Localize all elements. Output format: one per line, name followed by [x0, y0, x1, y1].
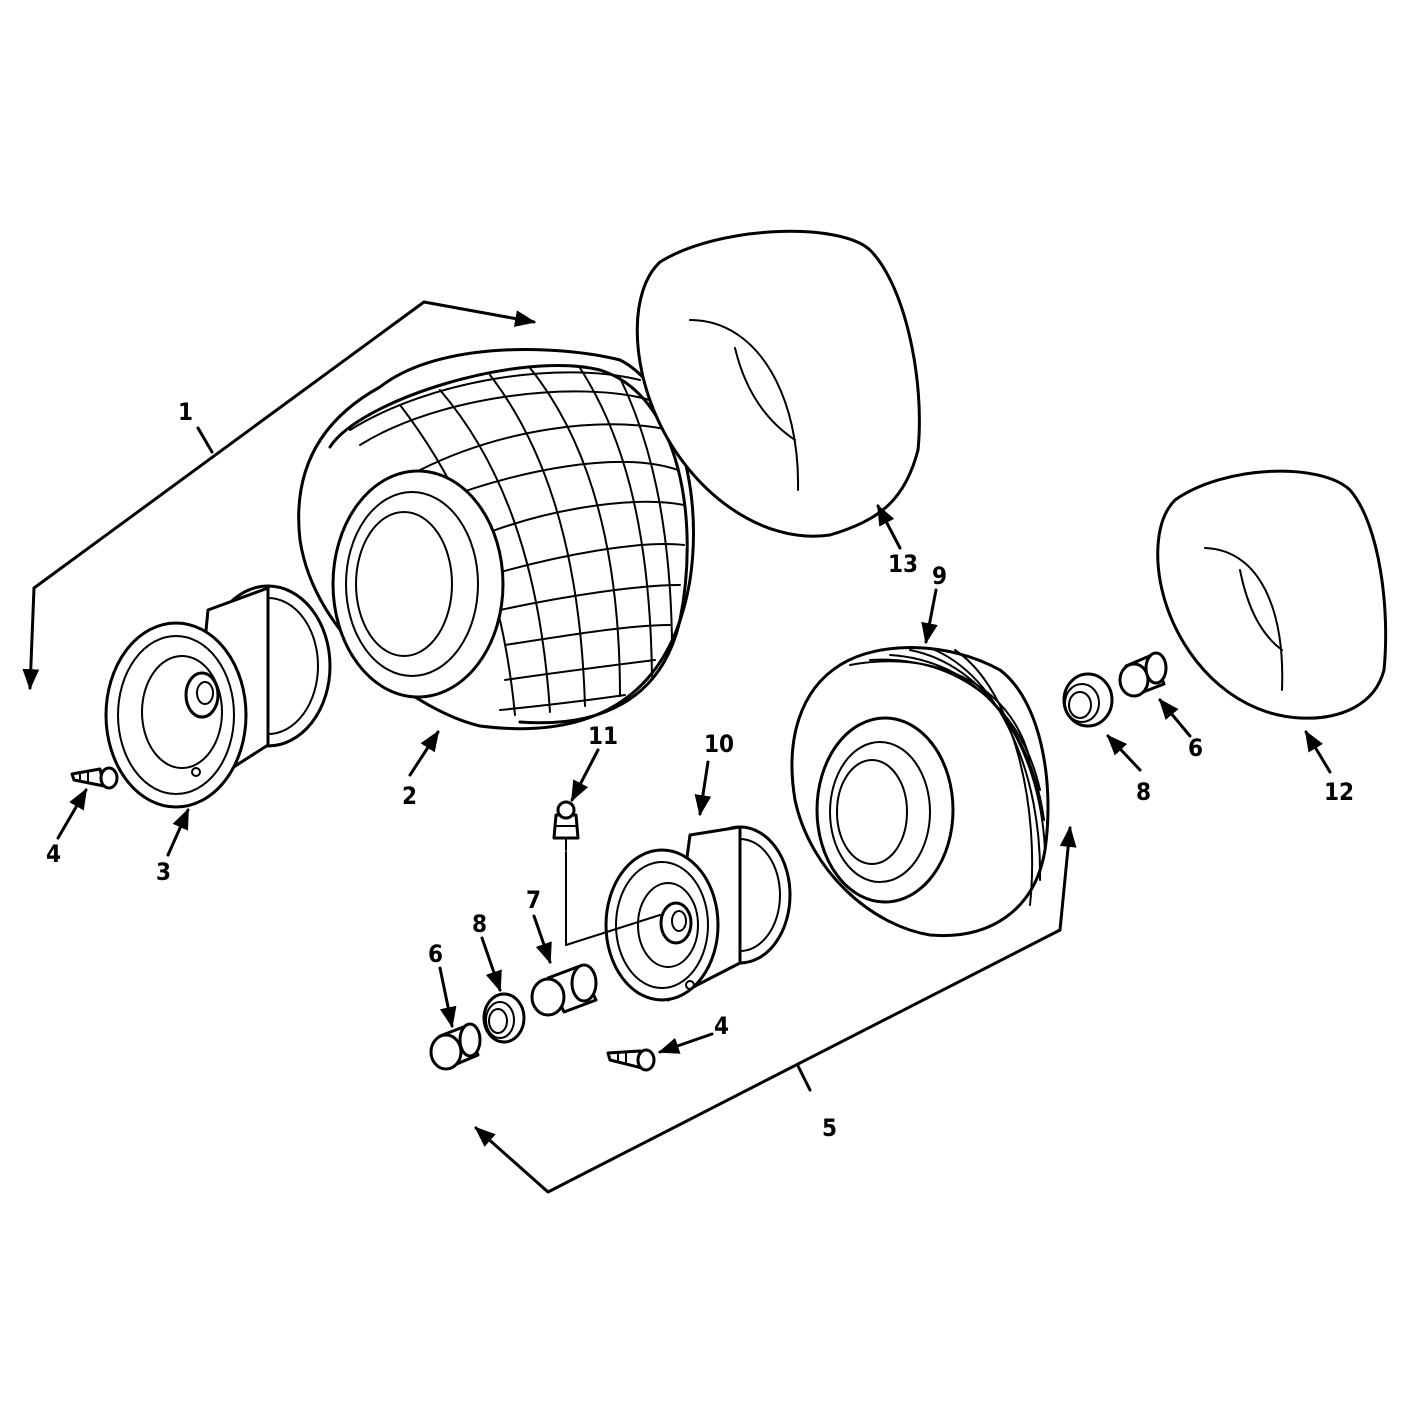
tube-12 — [1156, 469, 1388, 720]
spacer-7 — [530, 963, 598, 1017]
bushing-6-rear — [1118, 651, 1168, 698]
callout-12: 12 — [1324, 778, 1354, 806]
callout-labels: 1 2 3 4 11 10 9 13 7 8 6 4 5 8 6 12 — [46, 398, 1354, 1142]
callout-3: 3 — [156, 858, 171, 886]
tread-tire-2 — [297, 347, 695, 731]
bushing-6-front — [429, 1022, 482, 1071]
valve-stem-4-right — [606, 1048, 656, 1072]
callout-11: 11 — [588, 722, 618, 750]
callout-10: 10 — [704, 730, 734, 758]
callout-7: 7 — [526, 886, 541, 914]
assembly-1-bracket — [22, 300, 537, 691]
callout-6-front: 6 — [428, 940, 443, 968]
callout-1: 1 — [178, 398, 193, 426]
callout-8-rear: 8 — [1136, 778, 1151, 806]
tube-13 — [635, 229, 921, 538]
ribbed-tire-9 — [790, 646, 1050, 938]
valve-stem-4-left — [70, 766, 119, 790]
grease-fitting-11 — [552, 800, 661, 946]
callout-9: 9 — [932, 562, 947, 590]
callout-6-rear: 6 — [1188, 734, 1203, 762]
callout-13: 13 — [888, 550, 918, 578]
leader-arrows — [56, 504, 1332, 1054]
rim-3 — [104, 584, 332, 809]
callout-2: 2 — [402, 782, 417, 810]
callout-8-front: 8 — [472, 910, 487, 938]
bearing-8-front — [482, 992, 526, 1044]
callout-4-left: 4 — [46, 840, 61, 868]
callout-5: 5 — [822, 1114, 837, 1142]
rim-10 — [604, 825, 792, 1002]
callout-4-right: 4 — [714, 1012, 729, 1040]
bearing-8-rear — [1062, 672, 1114, 728]
assembly-5-bracket — [474, 825, 1077, 1194]
